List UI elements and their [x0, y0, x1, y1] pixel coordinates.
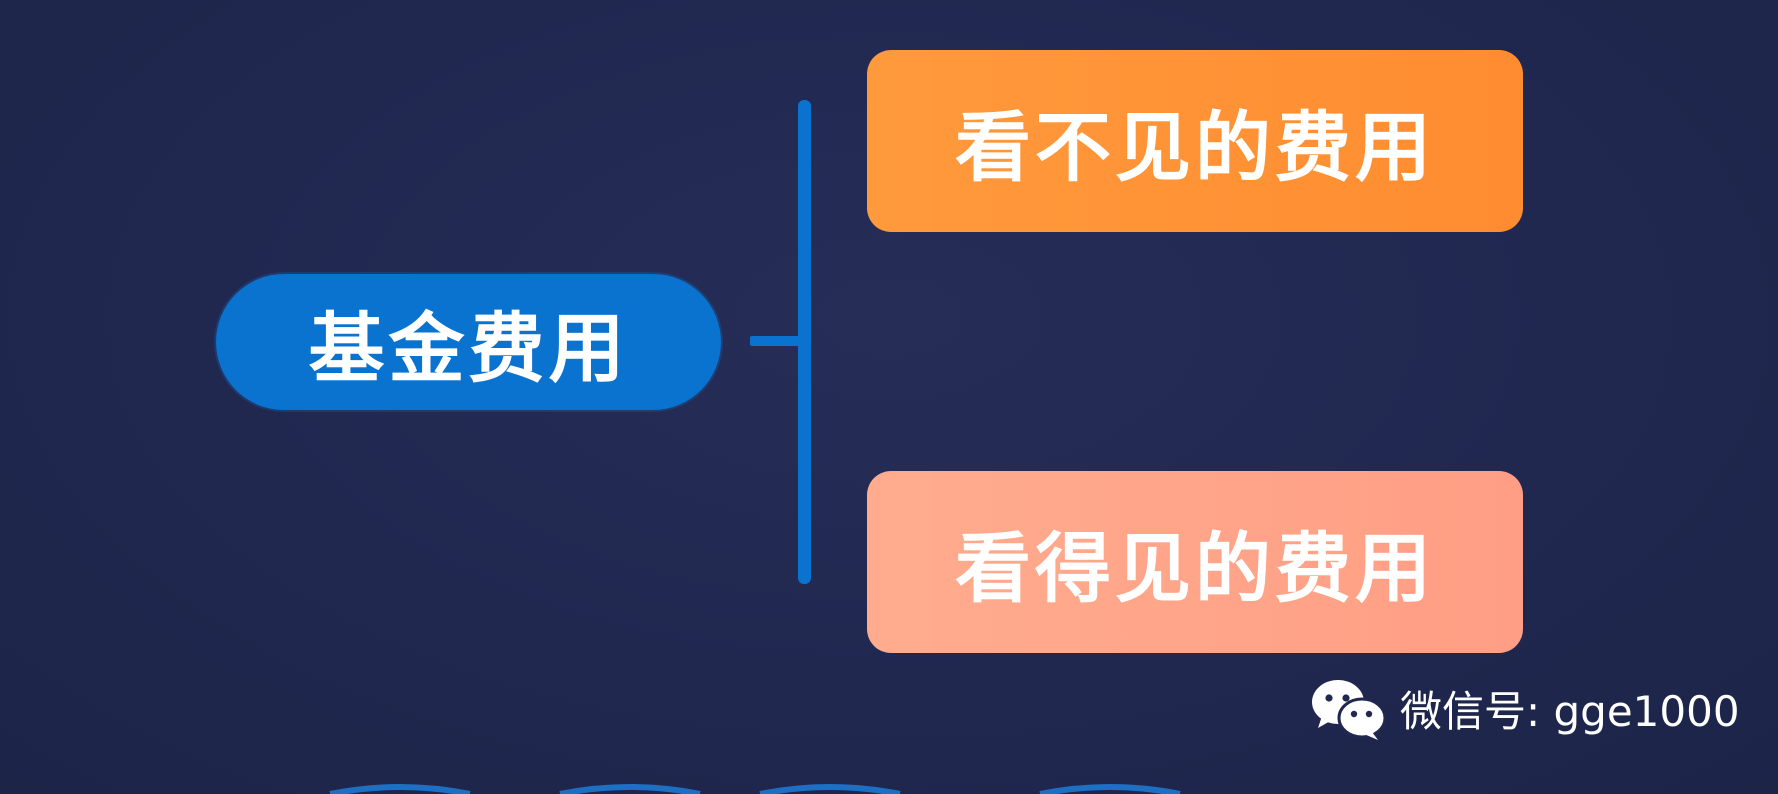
- branch-node-invisible-fees: 看不见的费用: [867, 50, 1523, 232]
- branch-node-label: 看不见的费用: [955, 103, 1435, 192]
- root-node-fund-fees: 基金费用: [216, 274, 721, 410]
- horizontal-connector: [750, 336, 804, 346]
- decorative-bottom-arcs: [329, 784, 1181, 794]
- root-node-label: 基金费用: [308, 304, 629, 393]
- vertical-bracket-connector: [798, 100, 811, 584]
- branch-node-visible-fees: 看得见的费用: [867, 471, 1523, 653]
- branch-node-label: 看得见的费用: [955, 524, 1435, 613]
- wechat-icon: [1312, 680, 1387, 740]
- wechat-watermark: 微信号: gge1000: [1308, 676, 1740, 740]
- watermark-text: 微信号: gge1000: [1400, 686, 1740, 736]
